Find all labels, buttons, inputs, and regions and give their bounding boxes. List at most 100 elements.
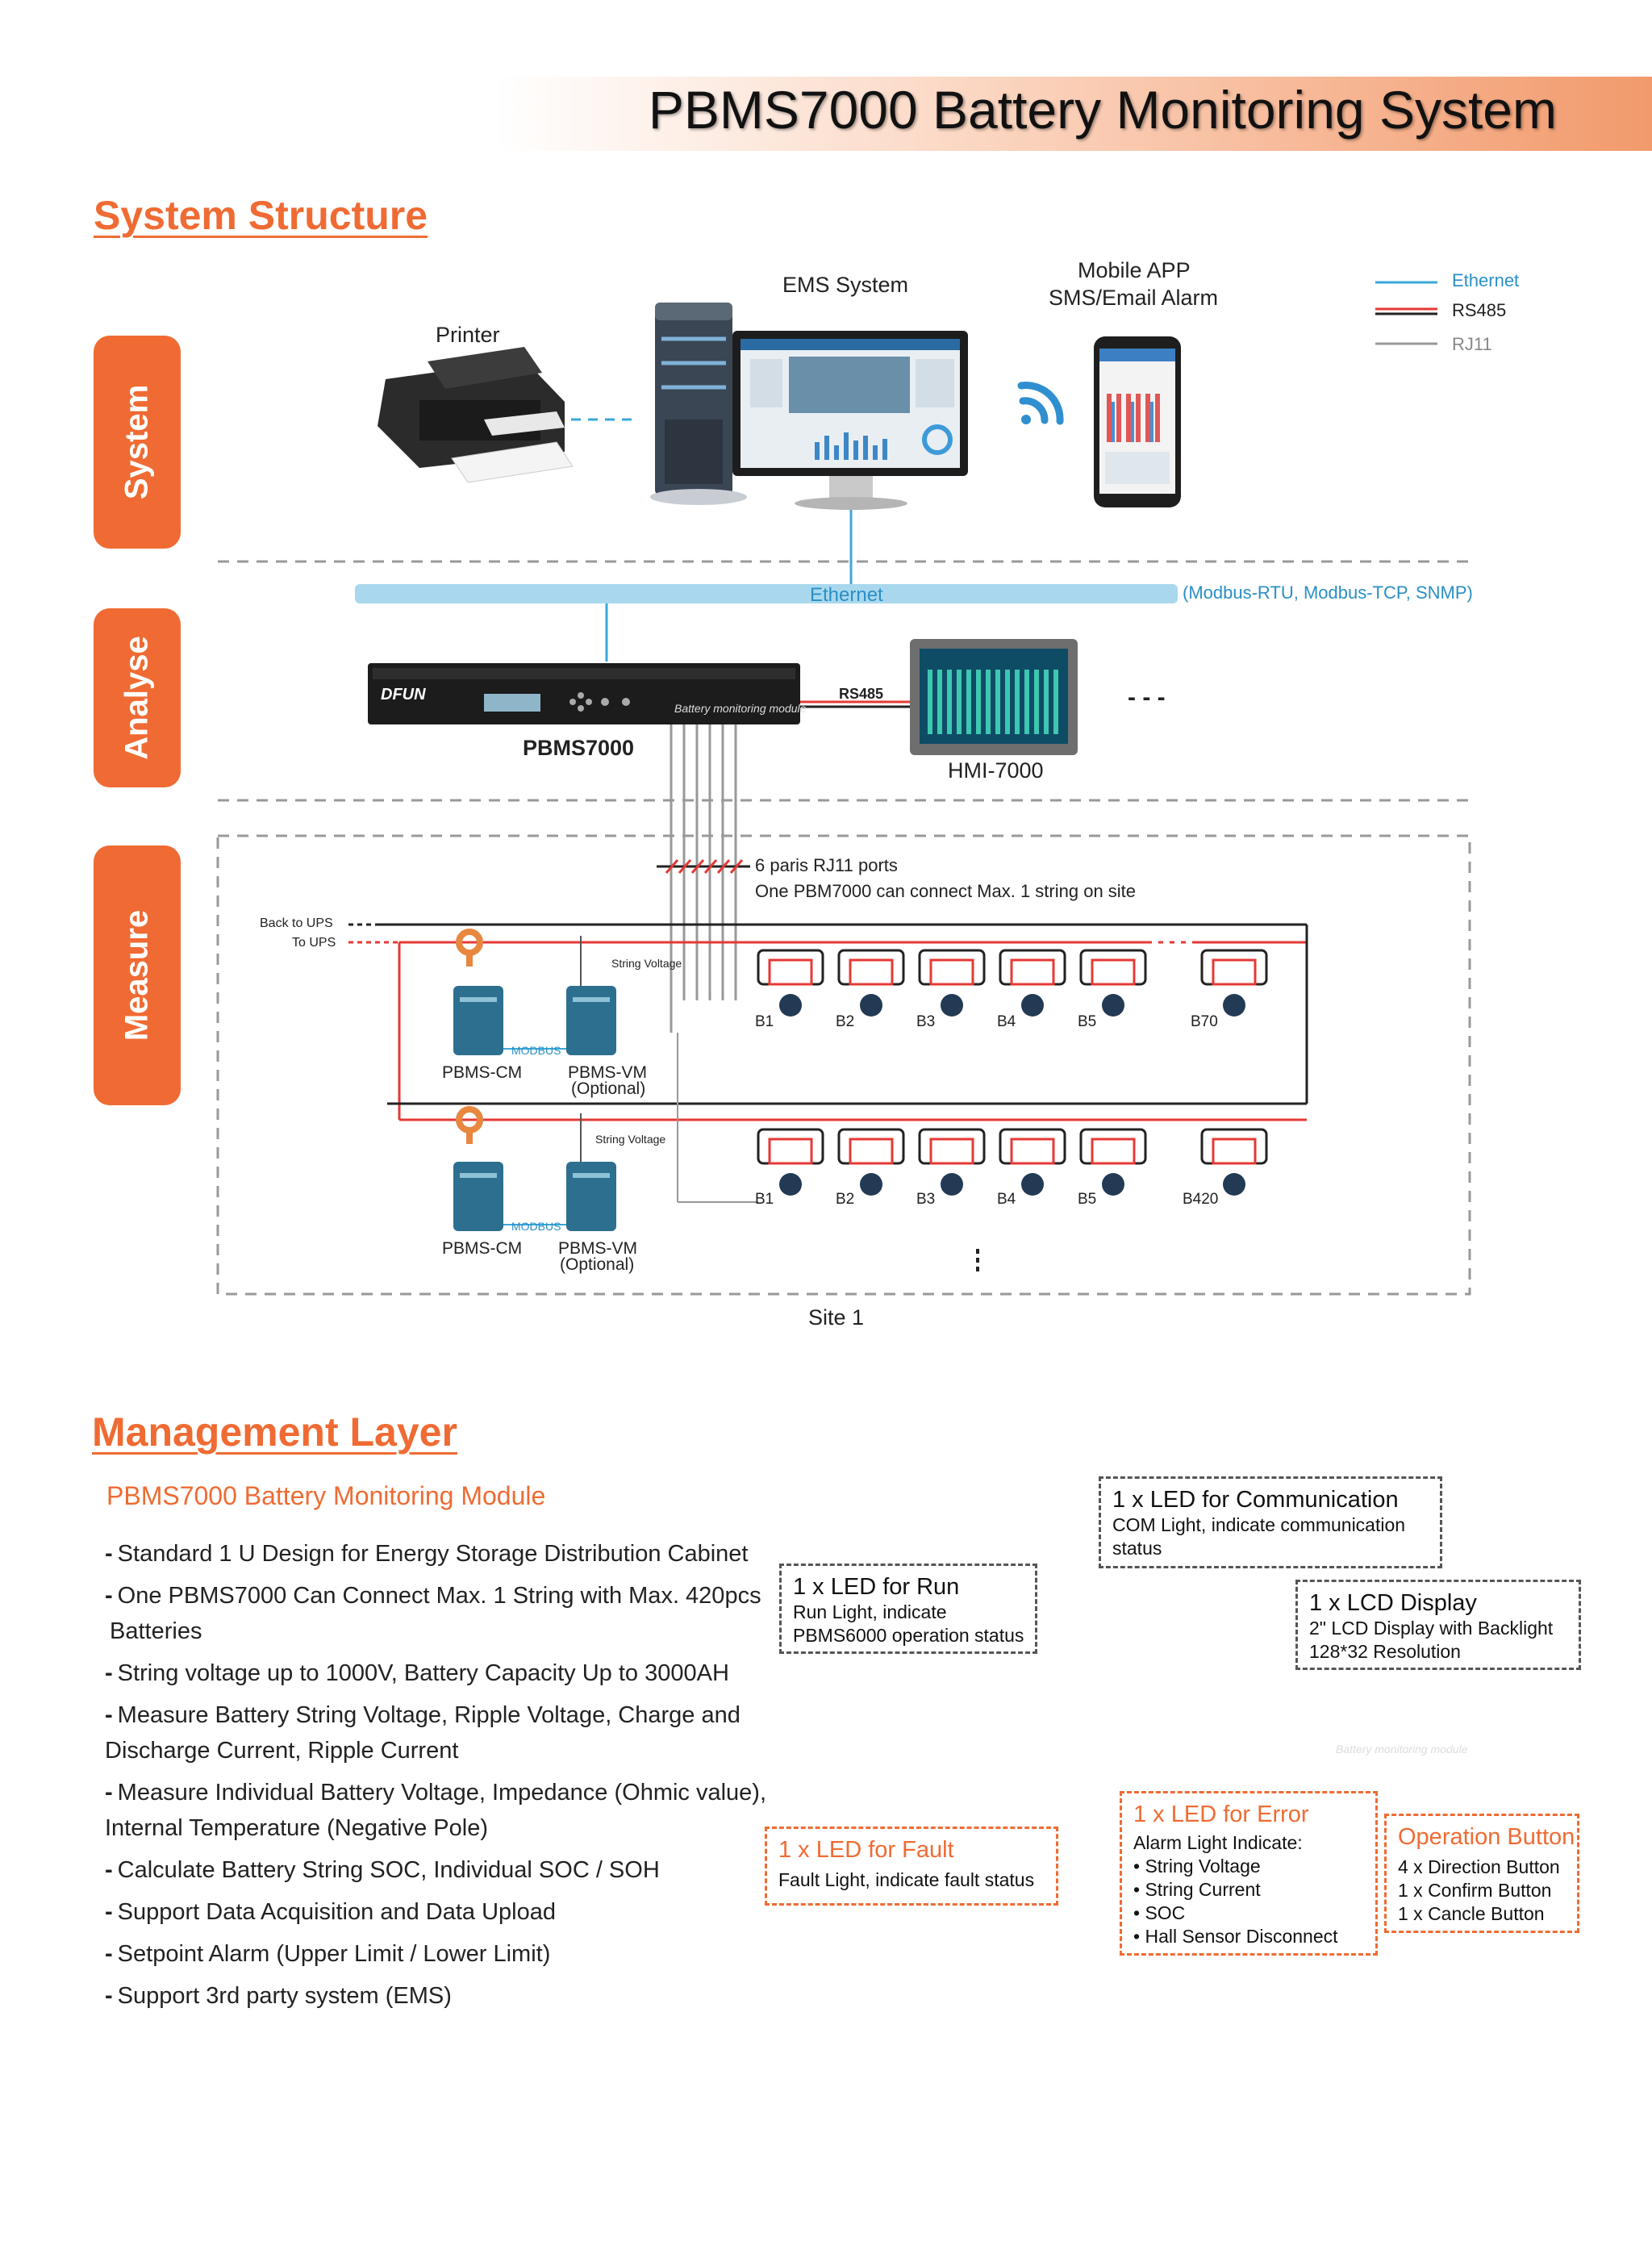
pbms-cm-module-1 xyxy=(453,986,503,1055)
printer-label: Printer xyxy=(436,323,500,347)
battery-label: B3 xyxy=(916,1191,936,1208)
section-management-layer: Management Layer xyxy=(92,1409,457,1455)
callout-led-run: 1 x LED for Run Run Light, indicate PBMS… xyxy=(779,1564,1037,1654)
hall-sensor-2 xyxy=(456,1106,483,1144)
callout-led-communication: 1 x LED for Communication COM Light, ind… xyxy=(1099,1476,1442,1568)
ethernet-bus-bar xyxy=(355,584,1178,603)
battery-label: B5 xyxy=(1078,1013,1097,1030)
battery-label: B70 xyxy=(1191,1013,1218,1030)
ethernet-bar-label: Ethernet xyxy=(810,584,883,606)
callout-text: 1 x Confirm Button xyxy=(1398,1880,1552,1901)
feature-item: -Measure Battery String Voltage, Ripple … xyxy=(105,1702,740,1728)
panel-device-label: Battery monitoring module xyxy=(1336,1743,1468,1756)
legend-rs485: RS485 xyxy=(1452,300,1507,320)
mobile-phone-icon xyxy=(1094,336,1181,507)
callout-text: COM Light, indicate communication xyxy=(1112,1514,1406,1535)
modbus-label-2: MODBUS xyxy=(511,1220,561,1233)
sms-email-alarm-label: SMS/Email Alarm xyxy=(1049,286,1219,310)
battery-label: B420 xyxy=(1183,1191,1219,1208)
layer-system-tab: System xyxy=(94,336,181,549)
feature-list: -Standard 1 U Design for Energy Storage … xyxy=(105,1533,799,2017)
battery-label: B4 xyxy=(997,1191,1016,1208)
pbms-cm-label-2: PBMS-CM xyxy=(442,1239,523,1258)
hmi-7000-label: HMI-7000 xyxy=(948,758,1044,783)
pbms-cm-label-1: PBMS-CM xyxy=(442,1063,523,1082)
callout-text: Alarm Light Indicate: xyxy=(1133,1832,1303,1853)
callout-text: 128*32 Resolution xyxy=(1309,1641,1461,1662)
pbms-vm-label-2: PBMS-VM xyxy=(558,1239,638,1258)
callout-bullet: • String Current xyxy=(1133,1879,1261,1900)
feature-item: -Calculate Battery String SOC, Individua… xyxy=(105,1857,660,1883)
pbms7000-label: PBMS7000 xyxy=(523,736,635,760)
callout-operation-button: Operation Button 4 x Direction Button 1 … xyxy=(1384,1814,1579,1933)
printer-icon xyxy=(378,347,574,483)
callout-text: status xyxy=(1112,1538,1162,1559)
string-voltage-label-2: String Voltage xyxy=(595,1133,666,1146)
callout-title: 1 x LED for Fault xyxy=(778,1837,954,1863)
page-title: PBMS7000 Battery Monitoring System xyxy=(648,80,1557,140)
mobile-app-label: Mobile APP xyxy=(1078,258,1191,282)
wifi-icon xyxy=(1017,382,1064,425)
feature-item: -One PBMS7000 Can Connect Max. 1 String … xyxy=(105,1583,761,1609)
system-structure-diagram xyxy=(216,281,1472,1296)
rj11-port-marks xyxy=(657,859,750,874)
callout-text: PBMS6000 operation status xyxy=(793,1625,1024,1646)
rj11-capacity-label: One PBM7000 can connect Max. 1 string on… xyxy=(755,881,1137,901)
battery-label: B1 xyxy=(755,1013,774,1030)
feature-item: -Setpoint Alarm (Upper Limit / Lower Lim… xyxy=(105,1941,551,1967)
callout-title: 1 x LCD Display xyxy=(1309,1590,1477,1616)
callout-text: 4 x Direction Button xyxy=(1398,1856,1560,1877)
optional-label-2: (Optional) xyxy=(560,1255,635,1274)
feature-item: -Standard 1 U Design for Energy Storage … xyxy=(105,1541,749,1567)
device-label: Battery monitoring module xyxy=(674,702,807,715)
callout-title: 1 x LED for Run xyxy=(793,1574,960,1600)
battery-label: B5 xyxy=(1078,1191,1097,1208)
feature-item-continued: Discharge Current, Ripple Current xyxy=(105,1738,459,1764)
string-voltage-label-1: String Voltage xyxy=(611,957,682,970)
rj11-ports-label: 6 paris RJ11 ports xyxy=(755,855,898,875)
site-label: Site 1 xyxy=(808,1305,865,1330)
monitor-icon xyxy=(732,331,968,510)
more-devices-ellipsis: - - - xyxy=(1128,684,1166,711)
pbms-vm-module-1 xyxy=(566,986,616,1055)
legend-rj11: RJ11 xyxy=(1452,334,1492,354)
device-brand: DFUN xyxy=(381,686,426,703)
callout-bullet: • Hall Sensor Disconnect xyxy=(1133,1926,1338,1947)
callout-title: Operation Button xyxy=(1398,1824,1575,1850)
layer-measure-tab: Measure xyxy=(94,845,181,1105)
feature-item: -String voltage up to 1000V, Battery Cap… xyxy=(105,1660,729,1686)
protocols-label: (Modbus-RTU, Modbus-TCP, SNMP) xyxy=(1183,582,1473,603)
optional-label-1: (Optional) xyxy=(571,1079,646,1098)
callout-title: 1 x LED for Communication xyxy=(1112,1487,1399,1513)
callout-led-fault: 1 x LED for Fault Fault Light, indicate … xyxy=(765,1827,1058,1906)
battery-label: B1 xyxy=(755,1191,774,1208)
layer-analyse-tab: Analyse xyxy=(94,608,181,787)
callout-bullet: • String Voltage xyxy=(1133,1856,1261,1877)
feature-item: -Support 3rd party system (EMS) xyxy=(105,1983,452,2009)
battery-label: B2 xyxy=(836,1191,855,1208)
back-to-ups-label: Back to UPS xyxy=(260,916,333,930)
legend-ethernet: Ethernet xyxy=(1452,270,1520,290)
callout-lcd-display: 1 x LCD Display 2" LCD Display with Back… xyxy=(1295,1580,1581,1670)
battery-row-1 xyxy=(757,940,1268,1017)
site-boundary xyxy=(216,834,1471,1296)
panel-brand: DFUN xyxy=(968,1738,1008,1754)
ems-label: EMS System xyxy=(782,273,909,297)
battery-row-2 xyxy=(757,1128,1268,1196)
callout-led-error: 1 x LED for Error Alarm Light Indicate: … xyxy=(1120,1791,1378,1956)
rs485-link-label: RS485 xyxy=(839,686,884,702)
callout-text: 1 x Cancle Button xyxy=(1398,1903,1545,1924)
battery-label: B4 xyxy=(997,1013,1016,1030)
module-title: PBMS7000 Battery Monitoring Module xyxy=(106,1481,546,1510)
battery-label: B3 xyxy=(916,1013,936,1030)
feature-item: -Measure Individual Battery Voltage, Imp… xyxy=(105,1780,767,1806)
hmi-7000-device xyxy=(910,639,1078,755)
rj11-cables xyxy=(670,724,737,1033)
feature-item: -Support Data Acquisition and Data Uploa… xyxy=(105,1899,556,1925)
callout-text: 2" LCD Display with Backlight xyxy=(1309,1618,1554,1639)
modbus-label-1: MODBUS xyxy=(511,1044,561,1057)
callout-text: Run Light, indicate xyxy=(793,1601,947,1622)
title-banner xyxy=(0,77,1652,151)
feature-item-continued: Internal Temperature (Negative Pole) xyxy=(105,1815,488,1841)
callout-title: 1 x LED for Error xyxy=(1133,1802,1309,1827)
